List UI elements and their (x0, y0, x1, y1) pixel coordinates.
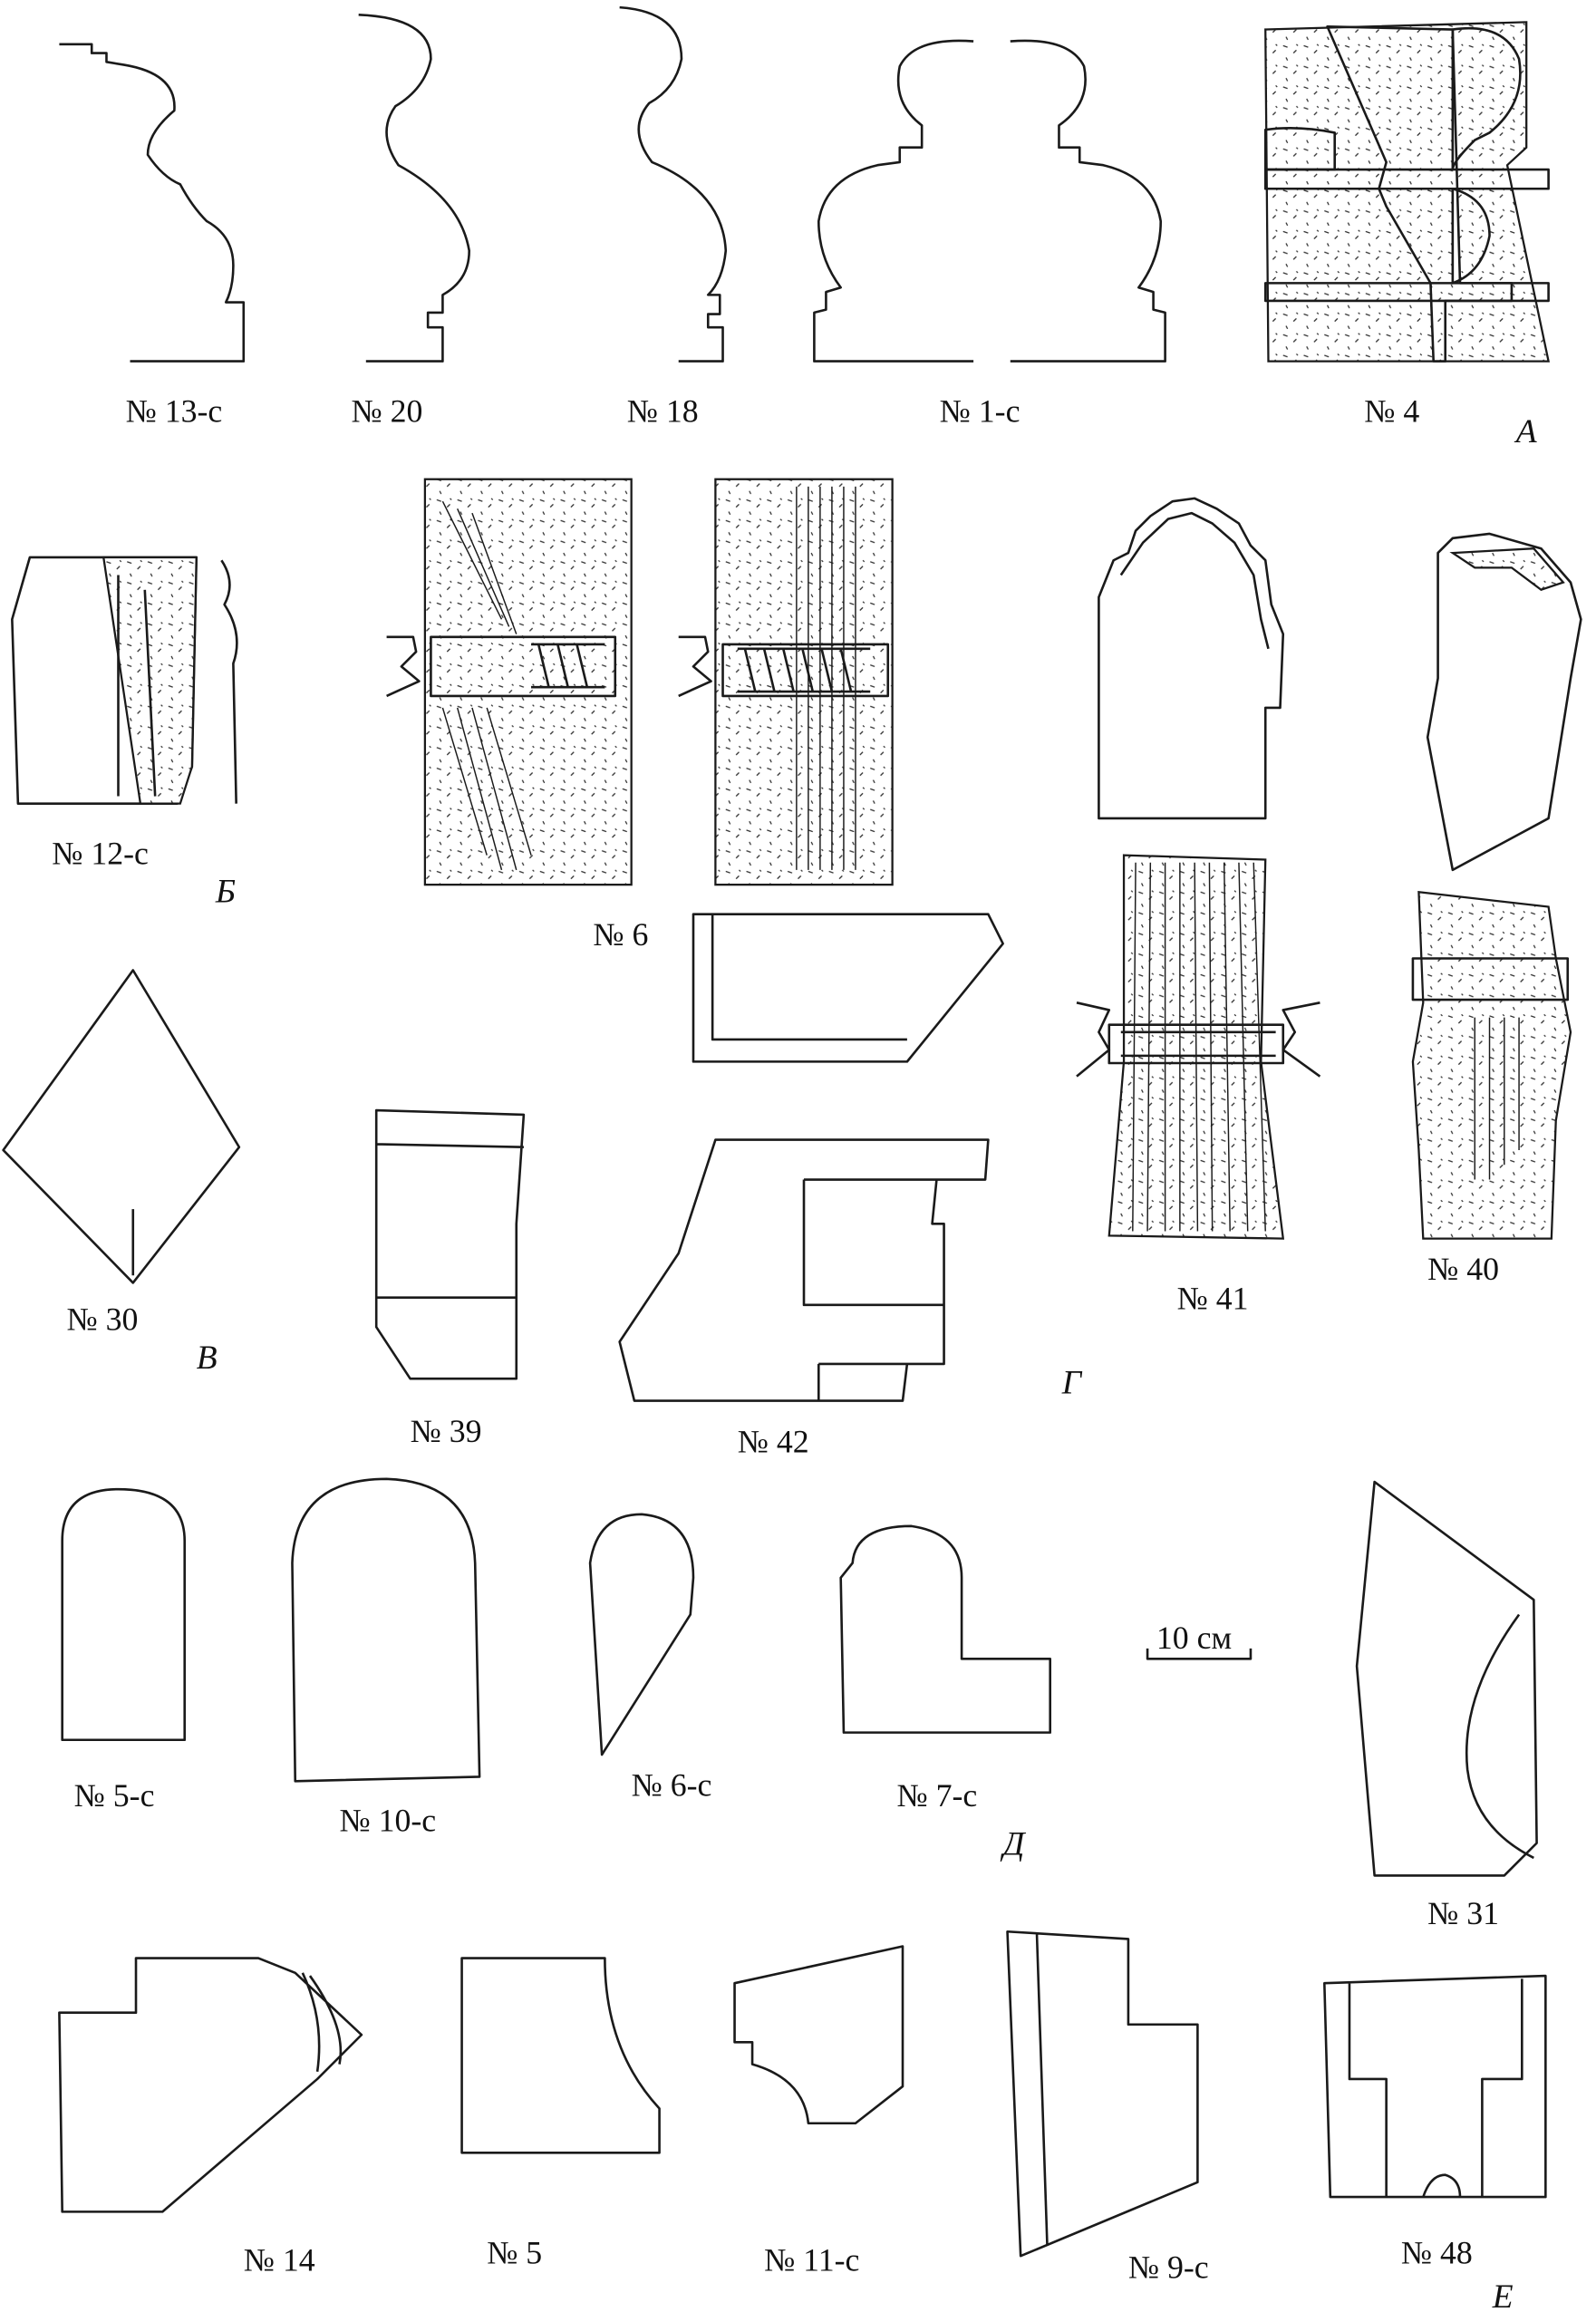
block-42 (618, 1138, 990, 1402)
label-6: № 6 (593, 916, 648, 953)
profile-1c-right (1010, 39, 1166, 363)
block-42-top (692, 913, 1004, 1063)
label-5: № 5 (487, 2234, 542, 2270)
scale-bar: 10 см (1146, 1620, 1253, 1660)
block-41-profile (1098, 497, 1285, 820)
block-10c (291, 1477, 481, 1783)
block-39 (374, 1108, 526, 1380)
scale-bar-label: 10 см (1156, 1620, 1232, 1656)
profile-20 (358, 13, 470, 363)
block-7c (839, 1524, 1052, 1734)
label-30: № 30 (67, 1301, 139, 1337)
label-10c: № 10-с (340, 1803, 437, 1839)
label-31: № 31 (1427, 1895, 1499, 1931)
label-18: № 18 (627, 392, 699, 429)
label-4: № 4 (1364, 392, 1419, 429)
group-letter-a: А (1514, 413, 1537, 450)
label-12c: № 12-с (52, 835, 149, 871)
profile-1c (813, 39, 974, 363)
group-letter-b: Б (215, 874, 236, 911)
label-20: № 20 (352, 392, 423, 429)
block-48 (1323, 1974, 1547, 2199)
label-7c: № 7-с (897, 1777, 978, 1814)
block-40 (1411, 891, 1572, 1240)
profile-18 (619, 5, 728, 363)
block-4 (1263, 21, 1551, 363)
block-14 (58, 1957, 363, 2213)
label-39: № 39 (411, 1413, 482, 1449)
group-letter-g: Г (1061, 1364, 1083, 1401)
block-40-profile (1426, 532, 1582, 872)
group-letter-e: Е (1492, 2278, 1514, 2312)
label-13c: № 13-с (126, 392, 223, 429)
label-40: № 40 (1427, 1251, 1499, 1287)
block-5 (460, 1957, 661, 2154)
block-5c (61, 1487, 187, 1742)
block-31 (1355, 1480, 1538, 1877)
profile-13c (59, 43, 246, 363)
label-9c: № 9-с (1128, 2249, 1209, 2286)
label-1c: № 1-с (940, 392, 1020, 429)
group-letter-v: В (197, 1340, 218, 1377)
block-30 (2, 969, 241, 1284)
block-41 (1076, 854, 1321, 1240)
block-6 (386, 478, 894, 886)
block-11c (733, 1945, 904, 2125)
specimen-labels: № 13-с № 20 № 18 № 1-с № 4 № 12-с № 6 № … (52, 392, 1499, 2285)
label-6c: № 6-с (632, 1767, 712, 1804)
label-14: № 14 (244, 2241, 315, 2278)
block-9c (1006, 1930, 1199, 2258)
label-41: № 41 (1177, 1281, 1249, 1317)
block-12c (11, 556, 238, 805)
group-letters: А Б В Г Д Е (197, 413, 1537, 2312)
block-6c (588, 1513, 695, 1756)
group-letter-d: Д (1001, 1826, 1027, 1863)
label-48: № 48 (1401, 2234, 1473, 2270)
label-5c: № 5-с (74, 1777, 155, 1814)
label-11c: № 11-с (764, 2241, 859, 2278)
label-42: № 42 (738, 1424, 809, 1460)
